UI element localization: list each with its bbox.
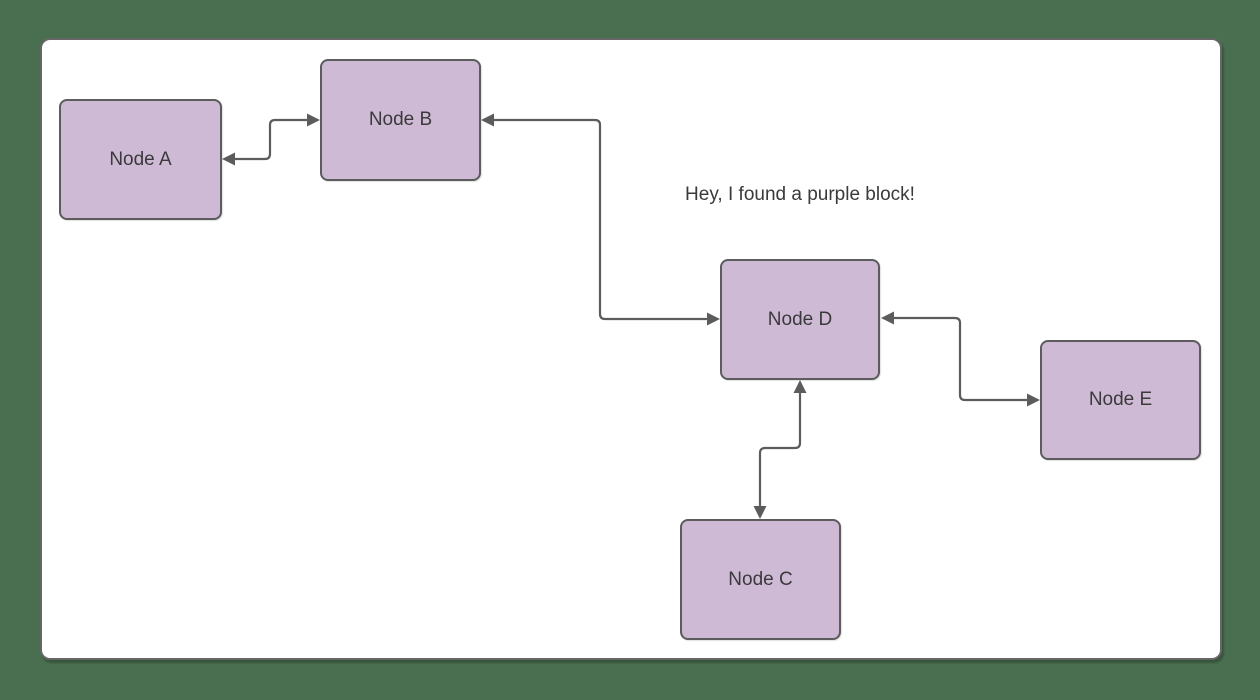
- node-e-label: Node E: [1088, 389, 1153, 410]
- node-e[interactable]: Node E: [1040, 340, 1201, 460]
- node-d[interactable]: Node D: [720, 259, 880, 380]
- arrowhead-into-b-right: [481, 113, 494, 127]
- node-c[interactable]: Node C: [680, 519, 841, 640]
- diagram-canvas[interactable]: [40, 38, 1222, 660]
- node-a[interactable]: Node A: [59, 99, 222, 220]
- arrowhead-into-e: [1027, 393, 1040, 407]
- arrowhead-into-c: [753, 506, 767, 519]
- node-a-label: Node A: [109, 148, 172, 170]
- arrowhead-into-a: [222, 152, 235, 166]
- node-b-label: Node B: [368, 109, 433, 130]
- node-d-label: Node D: [767, 308, 833, 330]
- annotation-text[interactable]: Hey, I found a purple block!: [685, 184, 915, 205]
- arrowhead-into-b-left: [307, 113, 320, 127]
- connector-d-c[interactable]: [753, 380, 807, 519]
- node-c-label: Node C: [728, 568, 793, 590]
- arrowhead-into-d-bottom: [793, 380, 807, 393]
- arrowhead-into-d-right: [881, 311, 894, 325]
- connector-b-d[interactable]: [481, 113, 720, 326]
- arrowhead-into-d-left: [707, 312, 720, 326]
- connector-d-e[interactable]: [881, 311, 1040, 407]
- node-b[interactable]: Node B: [320, 59, 481, 181]
- connector-a-b[interactable]: [222, 113, 320, 166]
